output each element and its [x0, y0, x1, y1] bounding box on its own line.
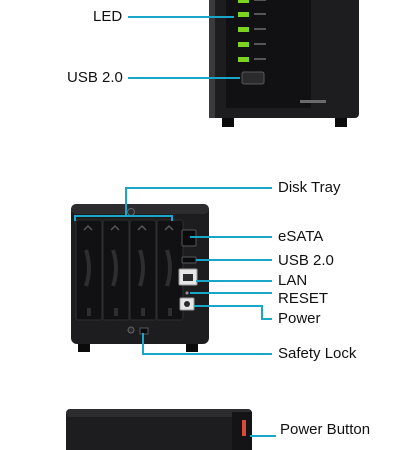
- model-label: [300, 100, 326, 103]
- back-view-device: [71, 204, 209, 352]
- front-foot-right: [335, 118, 347, 127]
- disk-trays: [75, 219, 184, 321]
- front-leader-lines: [128, 16, 240, 79]
- label-reset: RESET: [278, 290, 329, 307]
- back-foot-left: [78, 344, 90, 352]
- disk-tray-bracket: [74, 215, 173, 221]
- disk-tray-leader: [125, 187, 272, 216]
- led-indicator-3: [238, 27, 249, 32]
- led-indicator-5: [238, 57, 249, 62]
- led-indicator-4: [238, 42, 249, 47]
- label-power-button: Power Button: [280, 421, 371, 438]
- label-led: LED: [93, 8, 123, 25]
- safety-lock-leader: [142, 333, 272, 355]
- top-screw: [127, 208, 135, 216]
- reset-pinhole: [185, 291, 189, 295]
- led-indicator-1: [238, 0, 249, 3]
- front-foot-left: [222, 118, 234, 127]
- bottom-screw: [127, 326, 135, 334]
- front-view-device: [209, 0, 359, 127]
- label-back-usb: USB 2.0: [278, 252, 334, 269]
- back-foot-right: [186, 344, 198, 352]
- power-button-accent: [242, 420, 246, 436]
- label-lan: LAN: [278, 272, 308, 289]
- label-safety-lock: Safety Lock: [278, 345, 357, 362]
- side-view-device: [66, 409, 252, 450]
- side-device-body: [66, 409, 252, 450]
- label-power: Power: [278, 310, 321, 327]
- power-leader: [194, 305, 272, 320]
- front-device-edge: [209, 0, 215, 118]
- label-disk-tray: Disk Tray: [278, 179, 341, 196]
- front-usb-port: [241, 71, 265, 85]
- led-indicator-2: [238, 12, 249, 17]
- front-device-panel: [226, 0, 311, 108]
- label-front-usb: USB 2.0: [67, 69, 123, 86]
- back-usb-port: [181, 256, 197, 264]
- back-leader-lines: [74, 187, 272, 355]
- label-esata: eSATA: [278, 228, 324, 245]
